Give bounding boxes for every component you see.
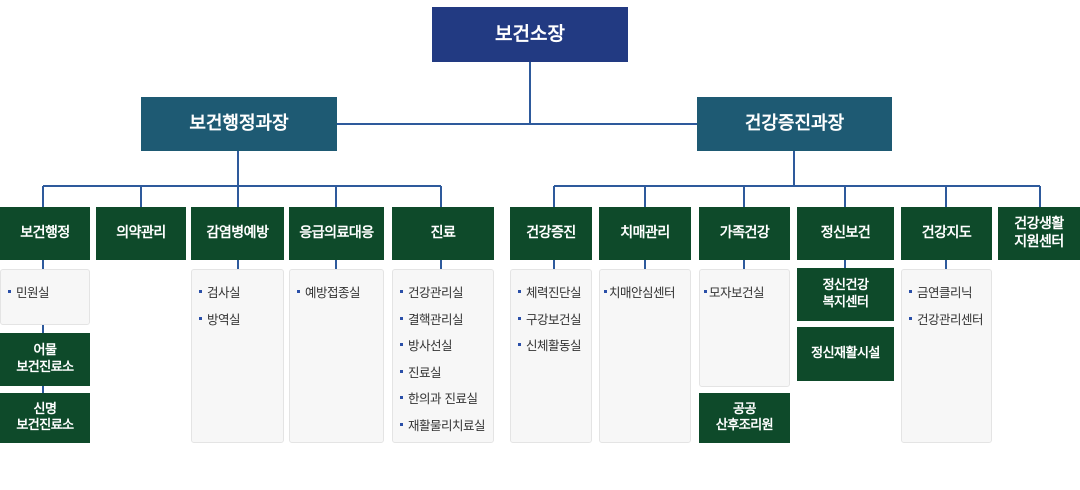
unit-promotion: 건강증진 <box>510 207 592 260</box>
unit-emergency-title: 응급의료대응 <box>299 224 374 241</box>
unit-emergency: 응급의료대응 <box>289 207 384 260</box>
list-item: 민원실 <box>8 280 89 307</box>
panel-clinic: 건강관리실 결핵관리실 방사선실 진료실 한의과 진료실 재활물리치료실 <box>392 269 494 443</box>
unit-infection: 감염병예방 <box>191 207 284 260</box>
division-admin-box: 보건행정과장 <box>141 97 337 151</box>
bullet-icon <box>909 290 912 293</box>
sub-mental-welfare-center-title: 정신건강 복지센터 <box>822 278 869 310</box>
bullet-icon <box>400 422 403 426</box>
list-item: 검사실 <box>199 280 283 307</box>
bullet-icon <box>297 290 300 293</box>
bullet-icon <box>518 290 521 293</box>
list-admin: 민원실 <box>1 270 89 307</box>
panel-admin: 민원실 <box>0 269 90 325</box>
unit-mental: 정신보건 <box>797 207 894 260</box>
unit-clinic-title: 진료 <box>430 224 456 241</box>
list-dementia: 치매안심센터 <box>600 270 690 307</box>
bullet-icon <box>518 343 521 346</box>
unit-life-center-title: 건강생활 지원센터 <box>1014 216 1064 250</box>
list-item: 진료실 <box>400 360 493 387</box>
list-item: 모자보건실 <box>704 280 789 307</box>
panel-infection: 검사실 방역실 <box>191 269 284 443</box>
unit-mental-title: 정신보건 <box>820 224 871 241</box>
panel-guidance: 금연클리닉 건강관리센터 <box>901 269 992 443</box>
division-health-box: 건강증진과장 <box>697 97 892 151</box>
bullet-icon <box>400 316 403 320</box>
list-item: 건강관리실 <box>400 280 493 307</box>
list-item: 체력진단실 <box>518 280 591 307</box>
bullet-icon <box>704 290 707 293</box>
division-admin-title: 보건행정과장 <box>189 112 289 134</box>
list-promotion: 체력진단실 구강보건실 신체활동실 <box>511 270 591 360</box>
bullet-icon <box>8 290 11 293</box>
unit-dementia-title: 치매관리 <box>620 224 670 241</box>
bullet-icon <box>604 290 607 293</box>
list-infection: 검사실 방역실 <box>192 270 283 333</box>
director-title: 보건소장 <box>495 22 565 45</box>
sub-sinmyeong-clinic-title: 신명 보건진료소 <box>16 401 74 433</box>
unit-promotion-title: 건강증진 <box>526 224 576 241</box>
unit-dementia: 치매관리 <box>599 207 691 260</box>
unit-family: 가족건강 <box>699 207 790 260</box>
list-item: 신체활동실 <box>518 333 591 360</box>
unit-medicine: 의약관리 <box>96 207 186 260</box>
panel-dementia: 치매안심센터 <box>599 269 691 443</box>
bullet-icon <box>400 343 403 346</box>
list-item: 결핵관리실 <box>400 307 493 334</box>
sub-eomul-clinic: 어물 보건진료소 <box>0 333 90 386</box>
unit-infection-title: 감염병예방 <box>206 224 269 241</box>
sub-mental-rehab-title: 정신재활시설 <box>811 345 880 361</box>
list-item: 예방접종실 <box>297 280 383 307</box>
bullet-icon <box>199 316 202 320</box>
unit-life-center: 건강생활 지원센터 <box>998 207 1080 260</box>
list-item: 치매안심센터 <box>604 280 690 307</box>
sub-postpartum-center-title: 공공 산후조리원 <box>715 401 774 433</box>
bullet-icon <box>400 396 403 399</box>
unit-admin-title: 보건행정 <box>20 224 70 241</box>
bullet-icon <box>400 290 403 293</box>
bullet-icon <box>909 316 912 320</box>
unit-guidance-title: 건강지도 <box>921 224 972 241</box>
list-item: 재활물리치료실 <box>400 413 493 440</box>
list-item: 방역실 <box>199 307 283 334</box>
unit-medicine-title: 의약관리 <box>116 224 166 241</box>
director-box: 보건소장 <box>432 7 628 62</box>
sub-mental-rehab: 정신재활시설 <box>797 327 894 381</box>
list-item: 구강보건실 <box>518 307 591 334</box>
sub-postpartum-center: 공공 산후조리원 <box>699 393 790 443</box>
bullet-icon <box>518 316 521 320</box>
bullet-icon <box>199 290 202 293</box>
unit-clinic: 진료 <box>392 207 494 260</box>
panel-family: 모자보건실 <box>699 269 790 387</box>
list-item: 한의과 진료실 <box>400 386 493 413</box>
list-item: 금연클리닉 <box>909 280 991 307</box>
list-guidance: 금연클리닉 건강관리센터 <box>902 270 991 333</box>
bullet-icon <box>400 369 403 373</box>
sub-mental-welfare-center: 정신건강 복지센터 <box>797 268 894 321</box>
sub-sinmyeong-clinic: 신명 보건진료소 <box>0 393 90 443</box>
list-item: 방사선실 <box>400 333 493 360</box>
unit-admin: 보건행정 <box>0 207 90 260</box>
list-family: 모자보건실 <box>700 270 789 307</box>
list-item: 건강관리센터 <box>909 307 991 334</box>
list-clinic: 건강관리실 결핵관리실 방사선실 진료실 한의과 진료실 재활물리치료실 <box>393 270 493 439</box>
list-emergency: 예방접종실 <box>290 270 383 307</box>
unit-guidance: 건강지도 <box>901 207 992 260</box>
division-health-title: 건강증진과장 <box>744 112 845 134</box>
panel-promotion: 체력진단실 구강보건실 신체활동실 <box>510 269 592 443</box>
sub-eomul-clinic-title: 어물 보건진료소 <box>16 343 74 375</box>
panel-emergency: 예방접종실 <box>289 269 384 443</box>
unit-family-title: 가족건강 <box>719 224 770 241</box>
